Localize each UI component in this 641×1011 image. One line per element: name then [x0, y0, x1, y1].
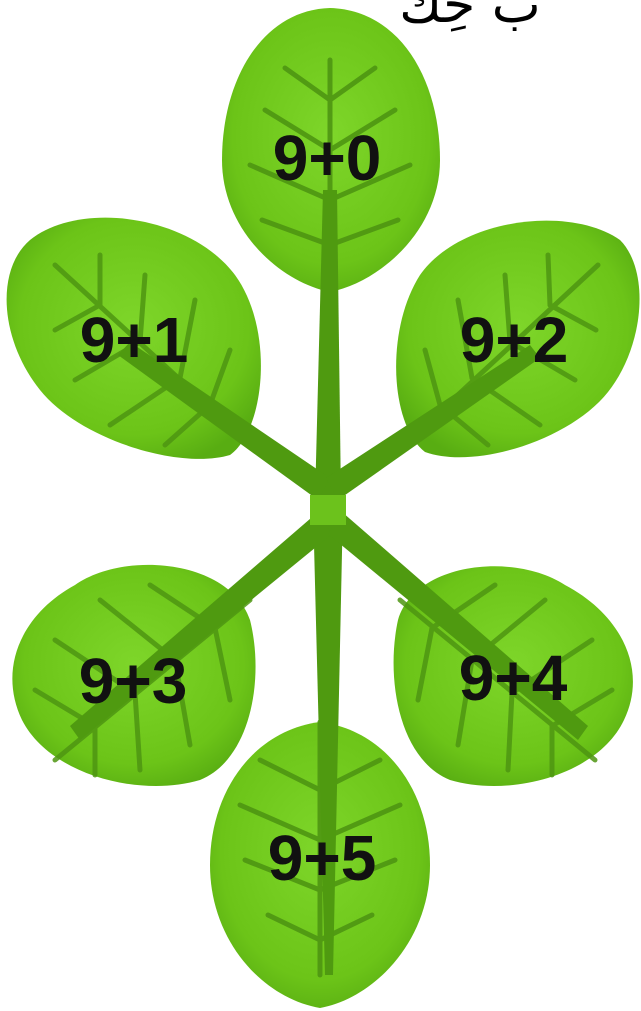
- leaf-label-4: 9+4: [459, 642, 568, 714]
- header-text: ب حِك: [399, 0, 540, 35]
- leaf-label-3: 9+3: [79, 645, 188, 717]
- leaf-label-5: 9+5: [268, 822, 377, 894]
- leaf-label-2: 9+2: [460, 304, 569, 376]
- leaf-label-1: 9+1: [80, 304, 189, 376]
- leaf-label-0: 9+0: [273, 122, 382, 194]
